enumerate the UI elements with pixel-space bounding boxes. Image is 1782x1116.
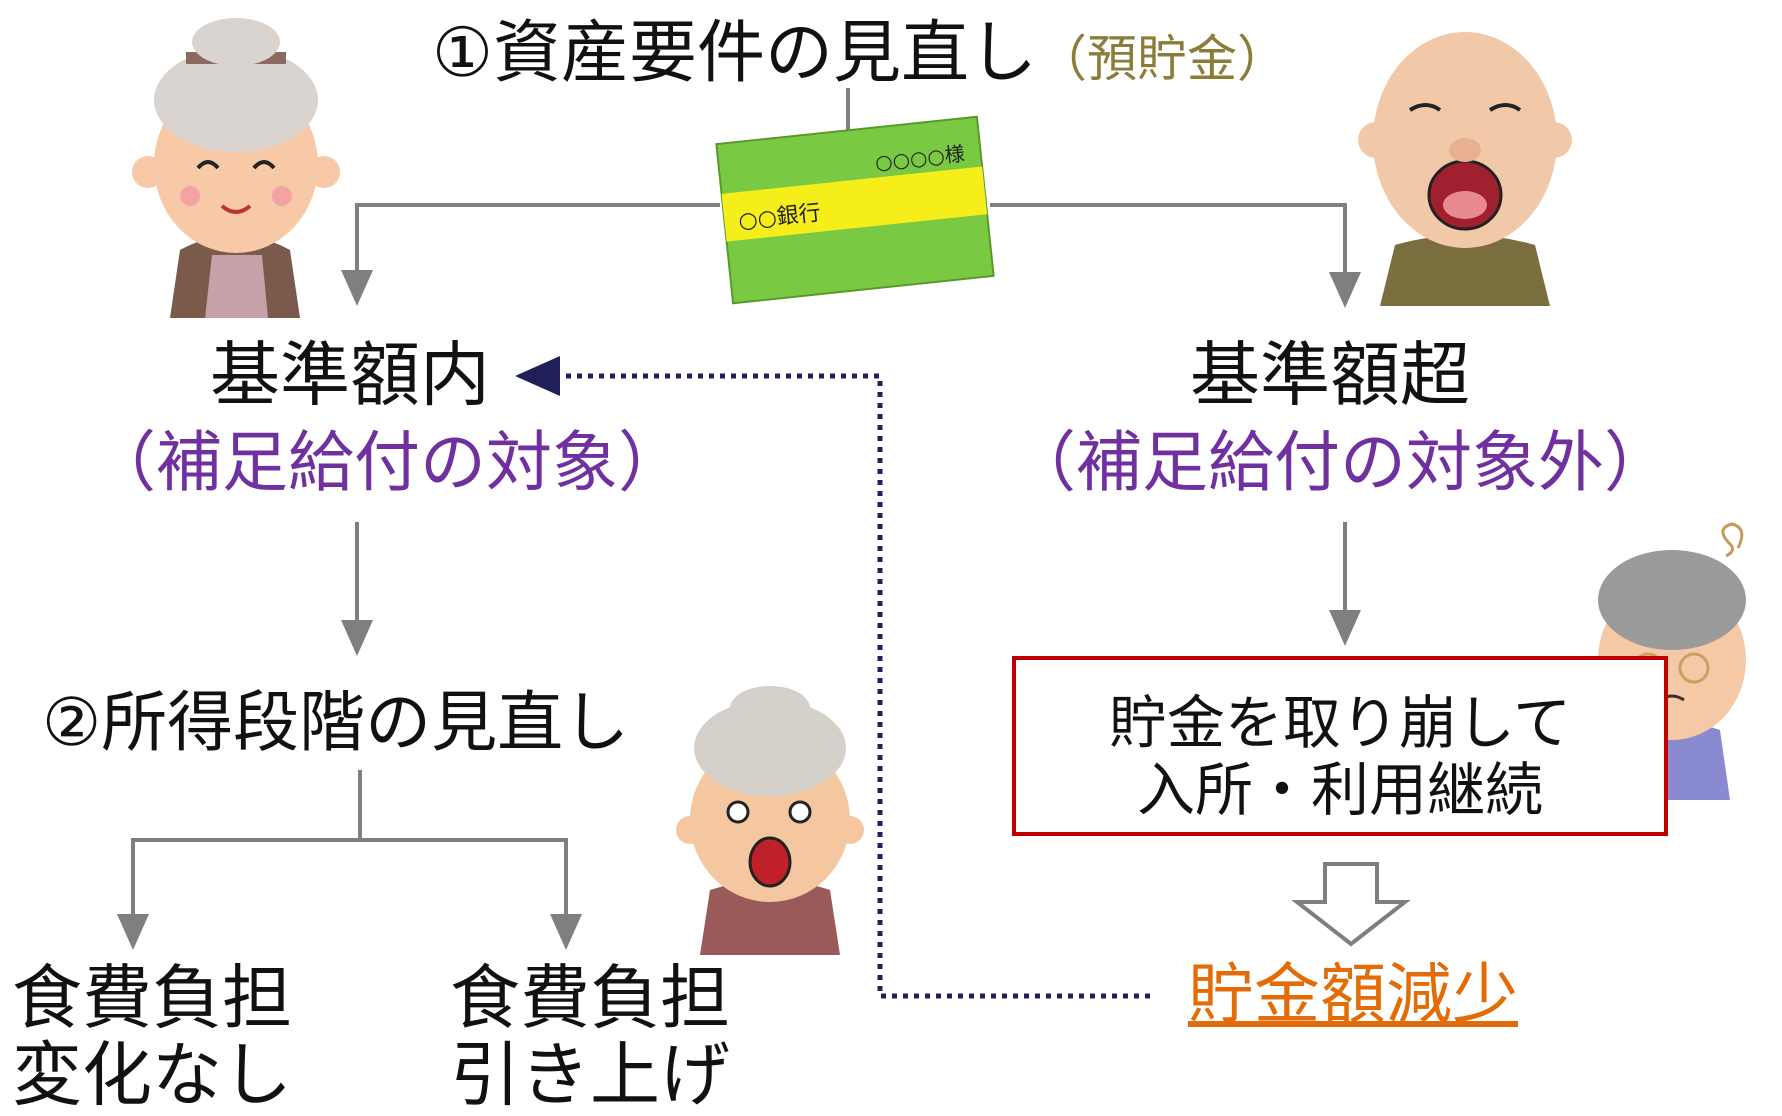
feedback-dotted-arrow [515,356,1150,999]
outcome-raised-line2: 引き上げ [450,1034,730,1116]
bankbook-icon: ○○○○様 ○○銀行 [715,115,995,305]
within-standard-label: 基準額内 [210,334,490,416]
savings-decrease-label: 貯金額減少 [1188,956,1518,1033]
over-standard-label: 基準額超 [1190,334,1470,416]
outcome-raised: 食費負担 引き上げ [450,960,730,1114]
over-standard-sub: （補足給付の対象外） [1010,424,1670,501]
split-arrows [117,88,1361,950]
hollow-down-arrow [1291,862,1411,947]
outcome-raised-line1: 食費負担 [450,957,730,1039]
savings-box-line2: 入所・利用継続 [1136,755,1543,824]
within-standard-sub: （補足給付の対象） [90,424,684,501]
outcome-unchanged: 食費負担 変化なし [12,960,292,1114]
step1-note: （預貯金） [1036,30,1287,88]
shocked-grandpa-icon [1358,32,1572,306]
step2-title: ②所得段階の見直し [42,684,630,761]
smiling-grandma-icon [132,18,340,318]
step1-title: ①資産要件の見直し（預貯金） [432,20,1287,88]
savings-box-line1: 貯金を取り崩して [1108,689,1572,757]
surprised-grandma-icon [676,686,864,955]
step1-label: ①資産要件の見直し [432,14,1037,93]
savings-box: 貯金を取り崩して 入所・利用継続 [1012,656,1668,836]
outcome-unchanged-line2: 変化なし [12,1034,292,1116]
outcome-unchanged-line1: 食費負担 [12,957,292,1039]
